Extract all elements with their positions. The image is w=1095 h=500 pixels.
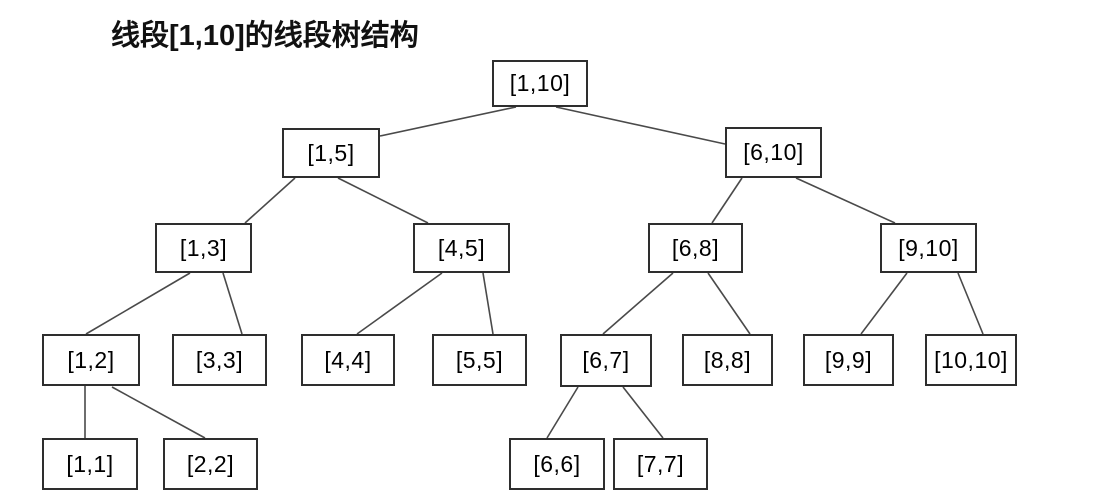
- tree-node-9-10: [9,10]: [880, 223, 977, 273]
- tree-edge-4-5-to-5-5: [482, 272, 494, 335]
- tree-edge-1-10-to-6-10: [555, 106, 726, 145]
- tree-edge-4-5-to-4-4: [356, 272, 443, 335]
- tree-node-4-4: [4,4]: [301, 334, 395, 386]
- tree-node-5-5: [5,5]: [432, 334, 527, 386]
- tree-node-1-2: [1,2]: [42, 334, 140, 386]
- tree-node-3-3: [3,3]: [172, 334, 267, 386]
- tree-edge-6-8-to-6-7: [602, 272, 674, 335]
- tree-node-6-6: [6,6]: [509, 438, 605, 490]
- tree-node-1-10: [1,10]: [492, 60, 588, 107]
- tree-node-7-7: [7,7]: [613, 438, 708, 490]
- tree-node-10-10: [10,10]: [925, 334, 1017, 386]
- tree-edge-9-10-to-9-9: [860, 272, 908, 335]
- tree-node-9-9: [9,9]: [803, 334, 894, 386]
- tree-edge-1-3-to-3-3: [222, 272, 243, 335]
- tree-node-8-8: [8,8]: [682, 334, 773, 386]
- tree-edge-9-10-to-10-10: [957, 272, 984, 335]
- tree-node-6-8: [6,8]: [648, 223, 743, 273]
- tree-node-4-5: [4,5]: [413, 223, 510, 273]
- tree-edge-6-7-to-7-7: [622, 386, 664, 439]
- tree-node-6-10: [6,10]: [725, 127, 822, 178]
- tree-edge-6-10-to-9-10: [795, 177, 896, 224]
- tree-edge-6-8-to-8-8: [707, 272, 751, 335]
- diagram-title: 线段[1,10]的线段树结构: [111, 20, 419, 52]
- tree-edge-1-5-to-4-5: [337, 177, 429, 224]
- tree-edge-1-10-to-1-5: [379, 106, 517, 137]
- tree-edge-1-2-to-2-2: [111, 386, 206, 439]
- tree-edge-1-3-to-1-2: [85, 272, 191, 335]
- tree-edge-6-10-to-6-8: [711, 177, 743, 224]
- tree-node-1-5: [1,5]: [282, 128, 380, 178]
- tree-node-1-3: [1,3]: [155, 223, 252, 273]
- tree-edge-1-5-to-1-3: [244, 177, 296, 224]
- tree-edge-6-7-to-6-6: [546, 386, 579, 439]
- tree-node-1-1: [1,1]: [42, 438, 138, 490]
- tree-node-2-2: [2,2]: [163, 438, 258, 490]
- tree-node-6-7: [6,7]: [560, 334, 652, 387]
